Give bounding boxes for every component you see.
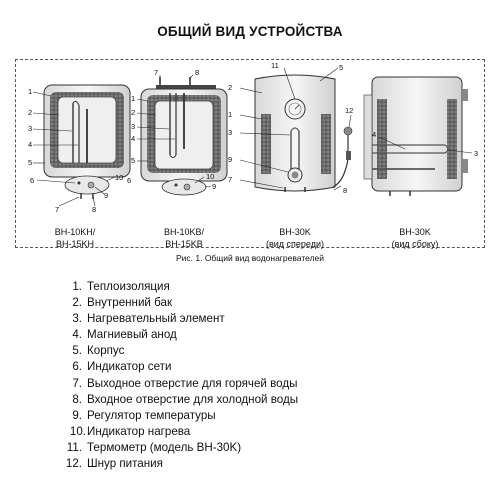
callout-4: 4: [28, 140, 32, 149]
heater-bottom-connection: [43, 84, 131, 199]
legend-item: 4.Магниевый анод: [72, 328, 177, 342]
callout-7b: 7: [154, 68, 158, 77]
legend-item: 11.Термометр (модель BH-30K): [66, 440, 242, 454]
callout-8: 8: [92, 205, 96, 214]
callout-2c: 2: [228, 83, 232, 92]
heater-top-connection: [140, 77, 228, 196]
model-label-bottom: BH-10KH/ BH-15KH: [54, 227, 96, 249]
callout-7: 7: [55, 205, 59, 214]
legend-item: 9.Регулятор температуры: [72, 408, 216, 422]
callout-5: 5: [28, 158, 32, 167]
callout-5c: 5: [339, 63, 343, 72]
callout-1: 1: [28, 87, 32, 96]
callout-3d: 3: [474, 149, 478, 158]
legend-item: 10.Индикатор нагрева: [69, 424, 191, 438]
callout-8c: 8: [343, 186, 347, 195]
callout-2b: 2: [131, 108, 135, 117]
parts-legend: 1.Теплоизоляция 2.Внутренний бак 3.Нагре…: [62, 279, 298, 472]
callout-10: 10: [115, 173, 123, 182]
callout-9b: 9: [212, 182, 216, 191]
callout-6: 6: [30, 176, 34, 185]
legend-item: 6.Индикатор сети: [72, 360, 172, 374]
legend-item: 5.Корпус: [72, 344, 125, 358]
callout-4d: 4: [372, 130, 376, 139]
callout-3c: 3: [228, 128, 232, 137]
callout-2: 2: [28, 108, 32, 117]
callout-4b: 4: [131, 134, 135, 143]
callout-6b: 6: [127, 176, 131, 185]
callout-5b: 5: [131, 156, 135, 165]
callout-7c: 7: [228, 175, 232, 184]
legend-item: 2.Внутренний бак: [72, 296, 173, 310]
callout-3: 3: [28, 124, 32, 133]
callout-8b: 8: [195, 68, 199, 77]
figure-caption: Рис. 1. Общий вид водонагревателей: [175, 253, 325, 263]
callout-1c: 1: [228, 110, 232, 119]
heater-30k-front: [254, 74, 353, 192]
model-label-top: BH-10KB/ BH-15KB: [163, 227, 205, 249]
callout-10b: 10: [206, 172, 214, 181]
callout-3b: 3: [131, 122, 135, 131]
water-heater-diagram: 1 2 3 4 5 6 7 8 9 10 7 8 1 2 3 4 5 6 1: [28, 61, 478, 214]
callout-12: 12: [345, 106, 353, 115]
legend-item: 8.Входное отверстие для холодной воды: [72, 392, 299, 406]
model-label-side: BH-30K (вид сбоку): [391, 227, 439, 249]
heater-30k-side: [363, 76, 468, 196]
legend-item: 3.Нагревательный элемент: [72, 312, 225, 326]
page-title: ОБЩИЙ ВИД УСТРОЙСТВА: [157, 24, 343, 39]
figure-frame: [15, 59, 485, 248]
callout-11: 11: [271, 61, 279, 70]
legend-item: 12.Шнур питания: [65, 457, 163, 471]
callout-9c: 9: [228, 155, 232, 164]
legend-item: 1.Теплоизоляция: [72, 280, 170, 293]
callout-9: 9: [104, 191, 108, 200]
callout-1b: 1: [131, 94, 135, 103]
model-label-front: BH-30K (вид спереди): [265, 227, 325, 249]
legend-item: 7.Выходное отверстие для горячей воды: [72, 376, 298, 390]
